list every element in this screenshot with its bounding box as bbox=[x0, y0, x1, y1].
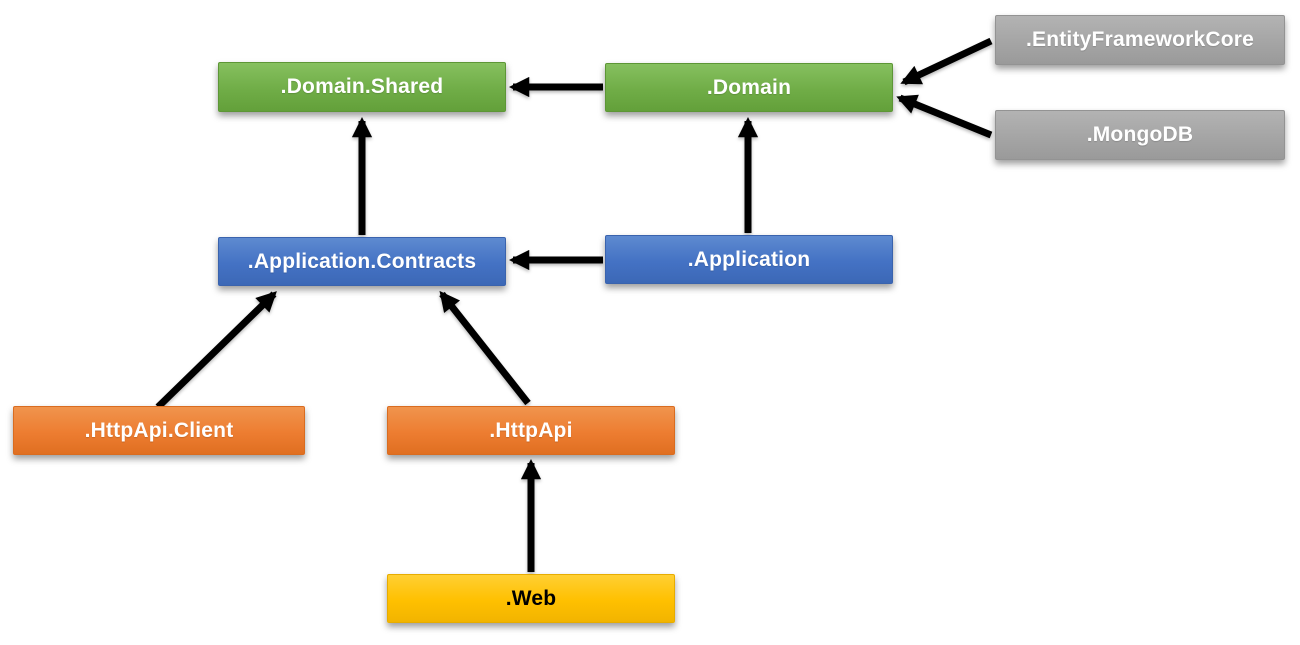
node-web: .Web bbox=[387, 574, 675, 623]
node-mongodb: .MongoDB bbox=[995, 110, 1285, 160]
node-label: .Web bbox=[505, 586, 557, 610]
node-label: .EntityFrameworkCore bbox=[1025, 28, 1255, 51]
node-label: .Application.Contracts bbox=[247, 249, 477, 273]
edge-mongodb-to-domain bbox=[896, 94, 993, 139]
node-entity-framework-core: .EntityFrameworkCore bbox=[995, 15, 1285, 65]
node-application-contracts: .Application.Contracts bbox=[218, 237, 506, 286]
edge-httpapi-to-application-contracts bbox=[439, 290, 531, 406]
edge-entity-framework-core-to-domain bbox=[900, 37, 993, 86]
node-label: .HttpApi.Client bbox=[84, 418, 234, 442]
node-label: .HttpApi bbox=[489, 418, 573, 442]
node-application: .Application bbox=[605, 235, 893, 284]
node-httpapi-client: .HttpApi.Client bbox=[13, 406, 305, 455]
node-domain-shared: .Domain.Shared bbox=[218, 62, 506, 112]
edge-httpapi-client-to-application-contracts bbox=[155, 291, 277, 410]
node-domain: .Domain bbox=[605, 63, 893, 112]
edge-lines bbox=[155, 37, 993, 572]
node-label: .Domain bbox=[706, 75, 792, 99]
node-label: .Domain.Shared bbox=[280, 75, 444, 98]
node-label: .Application bbox=[687, 247, 811, 271]
node-httpapi: .HttpApi bbox=[387, 406, 675, 455]
node-label: .MongoDB bbox=[1086, 123, 1194, 146]
